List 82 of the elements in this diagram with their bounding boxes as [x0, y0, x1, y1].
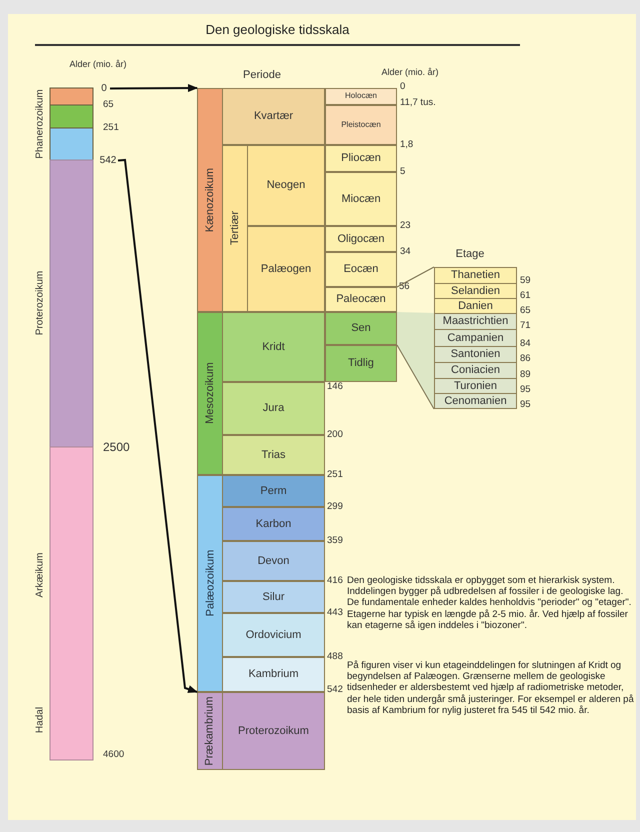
zoom-line	[396, 344, 434, 410]
stage-box: Coniacien	[434, 362, 517, 379]
epoch-box: Tidlig	[325, 345, 397, 382]
age-label: 443	[327, 608, 343, 618]
age-label: 89	[520, 370, 531, 380]
age-label: 71	[520, 321, 531, 332]
stage-box: Thanetien	[434, 267, 517, 284]
period-box: Ordovicium	[222, 613, 325, 657]
stage-box: Selandien	[434, 283, 517, 299]
age-label: 86	[520, 354, 531, 364]
age-label: 59	[520, 276, 531, 286]
age-label: 56	[399, 282, 410, 292]
eon-label: Arkæikum	[34, 552, 46, 598]
age-label: 61	[520, 291, 531, 302]
age-label: 95	[520, 385, 531, 396]
title: Den geologiske tidsskala	[204, 22, 350, 37]
age-label: 1,8	[400, 140, 414, 150]
note-paragraph: Den geologiske tidsskala er opbygget som et hierarkisk system. Inddelingen bygger på udbredelsen af fossiler i de geologiske lag. De fundamentale enheder kaldes henholdvis "perioder" og "etager". Etagerne har typisk en længde på 2-5 mio. år. Ved hjælp af fossiler kan etagerne så igen inddeles i "biozoner".	[347, 575, 632, 632]
period-box: Jura	[222, 382, 325, 435]
eon-label: Proterozoikum	[34, 270, 46, 336]
age-label: 416	[327, 576, 343, 586]
age-label: 23	[400, 221, 411, 232]
period-box: Kridt	[222, 312, 325, 382]
stage-box: Maastrichtien	[434, 313, 517, 330]
age-label: 542	[327, 685, 343, 696]
period-box: Neogen	[247, 145, 325, 226]
epoch-box: Sen	[325, 312, 397, 345]
stage-box: Danien	[434, 298, 517, 314]
age-label: 488	[327, 652, 343, 662]
stage-box: Campanien	[434, 329, 517, 347]
age-label: 251	[327, 470, 343, 480]
epoch-box: Miocæn	[325, 172, 397, 226]
age-label: 146	[327, 382, 343, 392]
era-box: Mesozoikum	[197, 312, 223, 475]
period-box: Proterozoikum	[222, 692, 325, 770]
period-box: Devon	[222, 541, 325, 581]
eon-label: Hadal	[34, 706, 46, 734]
stage-box: Turonien	[434, 378, 517, 394]
period-box: Karbon	[222, 507, 325, 541]
epoch-box: Holocæn	[325, 88, 397, 105]
age-label: 542	[98, 154, 118, 167]
period-box: Kvartær	[222, 88, 325, 145]
arrow	[110, 84, 198, 92]
age-label: 359	[327, 536, 343, 546]
period-box: Perm	[222, 475, 325, 507]
age-label: 251	[103, 123, 119, 134]
age-label: 34	[400, 247, 411, 258]
axis-heading: Alder (mio. år)	[380, 68, 440, 78]
age-label: 0	[400, 82, 406, 92]
epoch-box: Pleistocæn	[325, 105, 397, 145]
age-label: 4600	[103, 750, 124, 760]
age-label: 65	[520, 306, 531, 316]
era-box: Kænozoikum	[197, 88, 223, 312]
era-box: Prækambrium	[197, 692, 223, 770]
age-label: 95	[520, 400, 531, 410]
era-box: Palæozoikum	[197, 475, 223, 692]
age-label: 65	[103, 100, 114, 110]
arrow	[118, 158, 198, 693]
epoch-box: Eocæn	[325, 252, 397, 287]
note-paragraph: På figuren viser vi kun etageinddelingen for slutningen af Kridt og begyndelsen af Palæogen. Grænserne mellem de geologiske tidsenheder er aldersbestemt ved hjælp af radiometriske metoder, der hele tiden undergår små justeringer. For eksempel er alderen på basis af Kambrium for nylig justeret fra 545 til 542 mio. år.	[347, 660, 635, 716]
period-box: Silur	[222, 581, 325, 613]
zoom-line	[396, 266, 434, 288]
stage-box: Santonien	[434, 346, 517, 363]
epoch-box: Pliocæn	[325, 145, 397, 172]
period-box: Tertiær	[222, 145, 248, 312]
column-heading: Etage	[454, 248, 486, 260]
age-label: 5	[400, 167, 406, 178]
stage-box: Cenomanien	[434, 393, 517, 409]
age-label: 11,7 tus.	[400, 98, 436, 108]
epoch-box: Oligocæn	[325, 226, 397, 252]
age-label: 0	[98, 82, 110, 95]
eon-label: Phanerozoikum	[34, 89, 46, 159]
age-label: 299	[327, 502, 343, 512]
period-box: Kambrium	[222, 657, 325, 692]
axis-heading: Alder (mio. år)	[68, 60, 128, 70]
age-label: 2500	[103, 441, 130, 454]
age-label: 84	[520, 339, 531, 350]
column-heading: Periode	[242, 69, 282, 82]
period-box: Trias	[222, 435, 325, 475]
age-label: 200	[327, 430, 343, 440]
epoch-box: Paleocæn	[325, 287, 397, 312]
period-box: Palæogen	[247, 226, 325, 312]
